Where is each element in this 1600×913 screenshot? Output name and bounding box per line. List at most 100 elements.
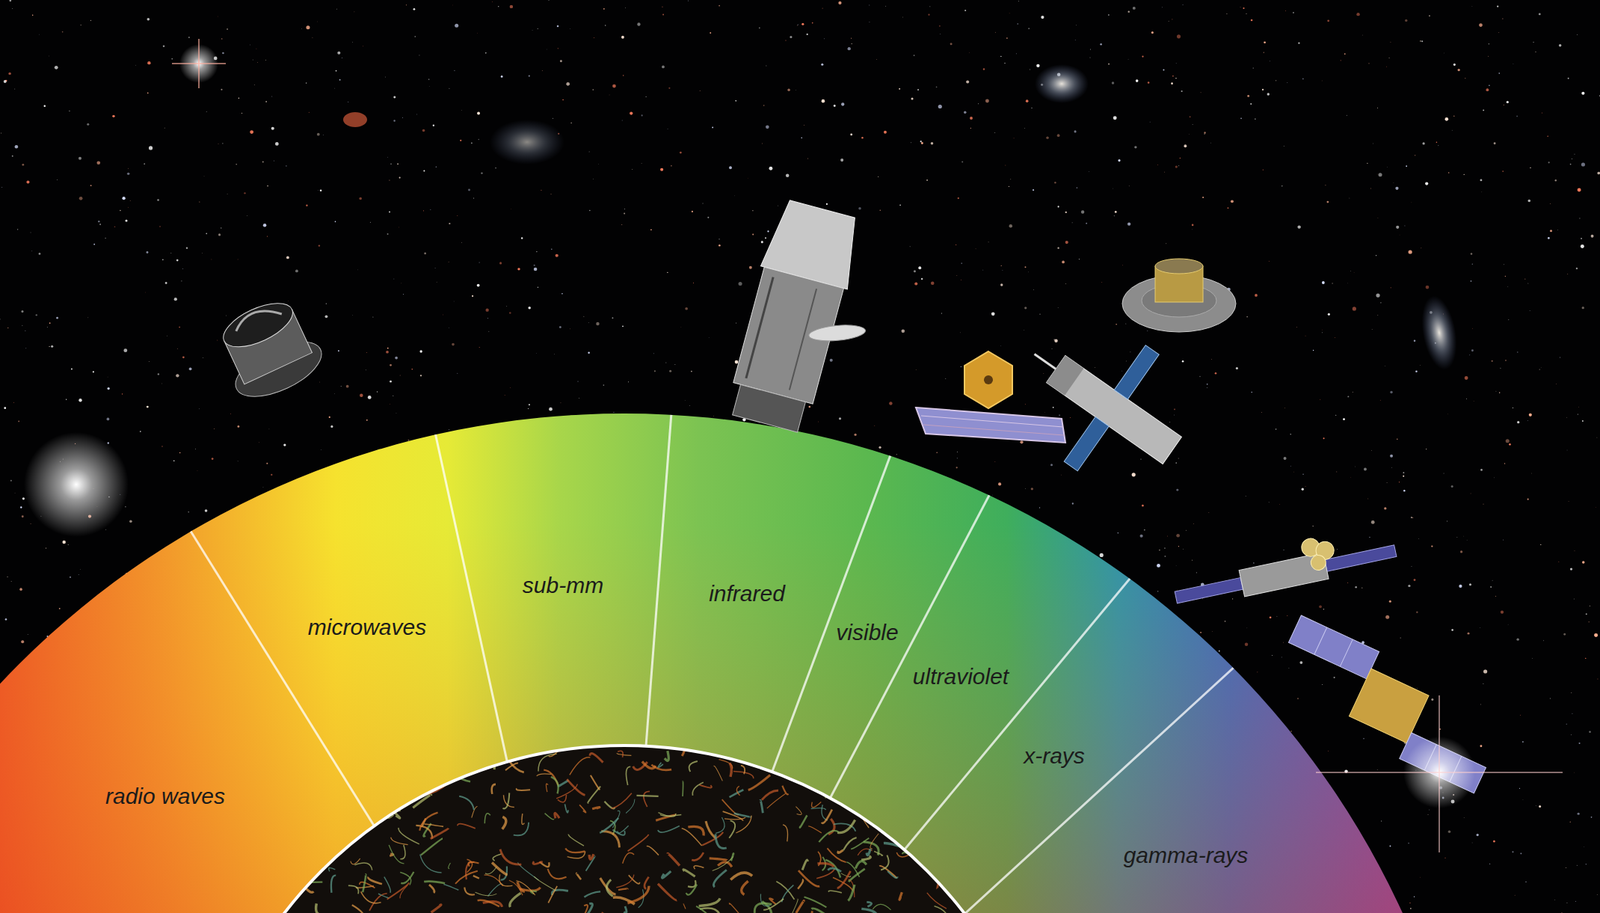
nebula-filament (1008, 756, 1017, 761)
star (1402, 475, 1405, 478)
star (179, 452, 181, 454)
star (883, 130, 887, 134)
star (1050, 463, 1053, 466)
star (35, 314, 38, 316)
star (665, 361, 667, 364)
star (419, 349, 422, 353)
star (1188, 133, 1190, 136)
star (1350, 476, 1352, 478)
star (1117, 532, 1119, 534)
spiral-galaxy (1034, 64, 1089, 104)
star (1140, 534, 1144, 538)
star (8, 0, 12, 2)
star (1319, 398, 1322, 400)
nebula-filament (217, 822, 231, 827)
star (266, 235, 268, 237)
star (11, 155, 14, 158)
star (1400, 637, 1402, 639)
star (147, 17, 151, 21)
star (216, 340, 218, 341)
star (800, 137, 803, 140)
star (1408, 249, 1413, 254)
star (1493, 477, 1496, 479)
star (451, 343, 455, 347)
star (11, 8, 14, 10)
star (389, 364, 392, 367)
star (699, 89, 701, 92)
star (612, 84, 617, 89)
star (1191, 124, 1194, 126)
star (480, 171, 483, 174)
star (1431, 698, 1434, 701)
star (817, 420, 820, 423)
star (1131, 472, 1136, 477)
star (429, 209, 431, 211)
star (1559, 356, 1562, 359)
star (1057, 246, 1059, 249)
star (317, 189, 319, 192)
star (351, 41, 353, 43)
star (54, 65, 59, 70)
star (1013, 137, 1015, 139)
nebula-filament (826, 767, 842, 786)
star (1511, 850, 1514, 853)
star (171, 58, 172, 60)
nebula-filament (1003, 839, 1015, 846)
star (1000, 345, 1002, 347)
star (991, 311, 996, 316)
star (418, 54, 421, 57)
star (1372, 142, 1375, 145)
star (1321, 281, 1325, 285)
star (1410, 516, 1413, 519)
star (1189, 115, 1192, 118)
nebula-ground (195, 745, 1053, 913)
star (48, 346, 50, 347)
nebula-filament (371, 787, 388, 790)
star (690, 370, 693, 373)
star (1464, 77, 1466, 79)
nebula-filament (254, 900, 270, 911)
star (1580, 244, 1585, 249)
star (393, 278, 395, 280)
star (1376, 173, 1378, 175)
star (1507, 623, 1509, 626)
star (1304, 334, 1307, 337)
star (1453, 63, 1456, 66)
nebula-filament (295, 841, 306, 850)
star (385, 350, 389, 354)
star (161, 382, 163, 385)
star (661, 5, 663, 7)
star (6, 576, 8, 578)
star (386, 156, 389, 158)
star (861, 136, 863, 139)
star (372, 316, 374, 318)
star (411, 368, 413, 371)
star (661, 65, 665, 69)
star (448, 429, 451, 431)
star (1395, 225, 1399, 229)
star (1480, 703, 1482, 706)
star (548, 407, 553, 412)
star (1279, 503, 1281, 506)
star (1181, 90, 1183, 92)
star (1571, 158, 1574, 160)
spectrum-ring (0, 413, 1481, 913)
star (1158, 549, 1160, 551)
star (1004, 164, 1006, 166)
star (1558, 44, 1562, 47)
star (853, 433, 857, 436)
star (104, 237, 107, 240)
star (187, 511, 190, 513)
star (1111, 187, 1114, 190)
star (68, 110, 70, 112)
fuzzy-galaxy (489, 119, 565, 165)
star (1580, 237, 1583, 240)
star (1362, 737, 1364, 739)
star (485, 52, 487, 54)
star (1575, 900, 1577, 902)
star (1334, 336, 1337, 338)
star (1392, 182, 1395, 184)
star (357, 269, 359, 271)
star (1182, 360, 1184, 362)
star (1512, 407, 1514, 409)
